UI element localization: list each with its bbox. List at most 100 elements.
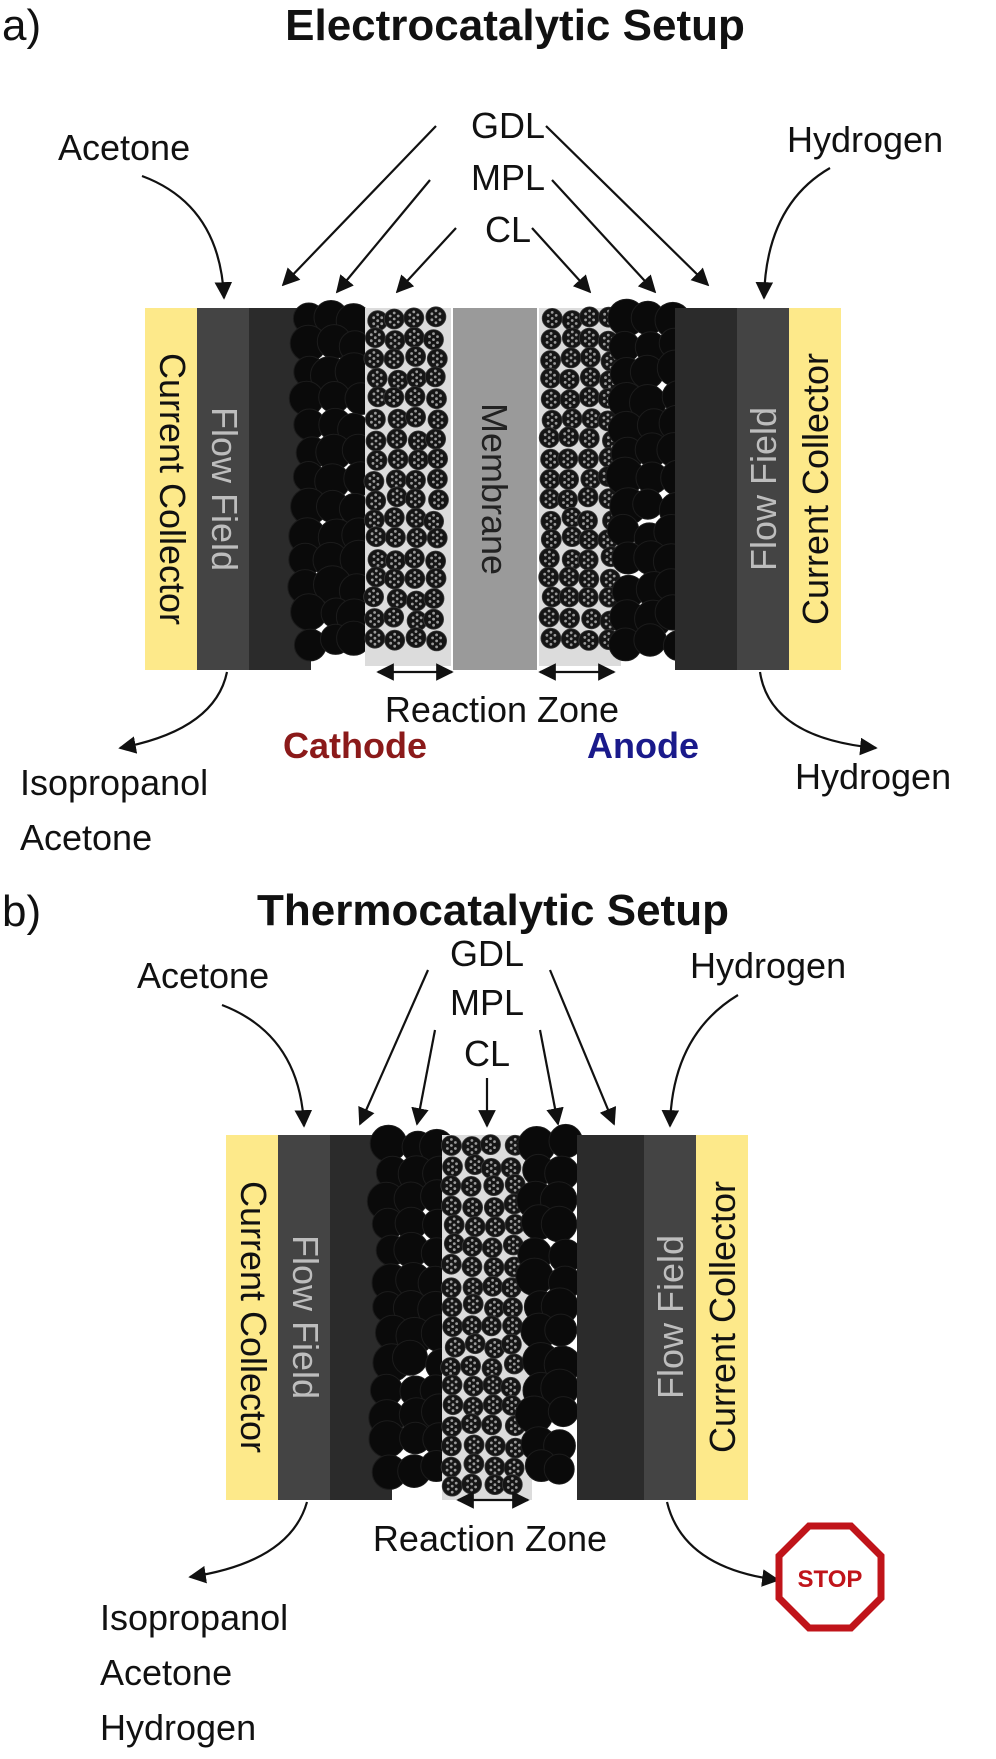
catalyst-nanoparticle [493,1483,497,1486]
catalyst-nanoparticle [372,518,376,522]
catalyst-nanoparticle [430,312,434,316]
catalyst-nanoparticle [552,480,556,484]
catalyst-nanoparticle [563,481,566,484]
catalyst-nanoparticle [466,1142,470,1145]
catalyst-nanoparticle [376,483,380,486]
catalyst-nanoparticle [435,397,438,401]
catalyst-nanoparticle [445,1181,449,1184]
catalyst-nanoparticle [429,372,433,376]
catalyst-nanoparticle [548,503,552,507]
catalyst-nanoparticle [553,460,556,464]
catalyst-nanoparticle [492,1272,496,1275]
catalyst-nanoparticle [512,1362,516,1366]
catalyst-nanoparticle [452,1236,456,1239]
panel-a-title: Electrocatalytic Setup [285,1,745,50]
catalyst-nanoparticle [570,564,574,567]
catalyst-nanoparticle [492,1266,496,1269]
catalyst-nanoparticle [447,1168,450,1172]
catalyst-nanoparticle [512,1259,516,1263]
catalyst-nanoparticle [582,454,586,458]
catalyst-nanoparticle [435,391,438,395]
catalyst-nanoparticle [584,378,588,382]
catalyst-nanoparticle [410,602,414,606]
catalyst-nanoparticle [574,561,578,564]
catalyst-nanoparticle [549,397,553,401]
catalyst-nanoparticle [513,1182,517,1186]
catalyst-nanoparticle [396,417,400,421]
catalyst-nanoparticle [572,401,576,404]
catalyst-nanoparticle [592,372,596,376]
catalyst-nanoparticle [396,618,400,622]
catalyst-nanoparticle [562,495,565,498]
catalyst-nanoparticle [607,595,611,599]
catalyst-nanoparticle [393,644,397,648]
catalyst-nanoparticle [395,443,399,447]
catalyst-nanoparticle [390,556,393,560]
catalyst-nanoparticle [446,1386,450,1390]
membrane [453,308,537,670]
gdl-label: GDL [450,933,524,974]
catalyst-nanoparticle [549,519,553,523]
catalyst-nanoparticle [440,415,444,419]
catalyst-nanoparticle [376,319,380,323]
catalyst-nanoparticle [428,600,432,603]
catalyst-nanoparticle [543,578,547,582]
catalyst-nanoparticle [446,1481,450,1485]
gdl-label: GDL [471,105,545,146]
catalyst-nanoparticle [494,1426,497,1430]
catalyst-nanoparticle [432,332,435,335]
catalyst-nanoparticle [549,353,552,356]
catalyst-nanoparticle [566,420,570,424]
catalyst-nanoparticle [373,642,377,646]
catalyst-nanoparticle [472,1390,475,1394]
catalyst-nanoparticle [508,1359,512,1363]
catalyst-nanoparticle [417,580,421,583]
catalyst-nanoparticle [410,412,413,416]
catalyst-nanoparticle [517,1185,521,1189]
catalyst-nanoparticle [376,360,380,363]
catalyst-nanoparticle [496,1203,500,1206]
catalyst-nanoparticle [485,1164,489,1167]
catalyst-nanoparticle [451,1171,454,1175]
catalyst-nanoparticle [468,1446,472,1450]
catalyst-nanoparticle [573,353,577,357]
catalyst-nanoparticle [508,1268,512,1272]
catalyst-nanoparticle [506,1289,509,1293]
catalyst-nanoparticle [553,541,557,544]
catalyst-nanoparticle [394,565,397,569]
catalyst-nanoparticle [439,533,443,537]
catalyst-nanoparticle [389,641,393,645]
catalyst-nanoparticle [510,1410,514,1413]
catalyst-nanoparticle [588,309,591,313]
catalyst-nanoparticle [603,453,607,457]
catalyst-nanoparticle [467,1283,471,1286]
catalyst-nanoparticle [409,580,413,583]
catalyst-nanoparticle [570,313,574,316]
catalyst-nanoparticle [447,1162,450,1166]
catalyst-nanoparticle [602,478,606,481]
catalyst-nanoparticle [430,556,433,560]
catalyst-nanoparticle [544,474,548,478]
catalyst-nanoparticle [380,322,384,326]
catalyst-nanoparticle [378,572,382,576]
catalyst-nanoparticle [380,316,384,320]
catalyst-nanoparticle [548,491,552,495]
catalyst-nanoparticle [606,391,610,394]
catalyst-nanoparticle [513,1430,517,1434]
catalyst-nanoparticle [452,1223,456,1227]
catalyst-nanoparticle [449,1184,453,1187]
catalyst-nanoparticle [606,339,610,343]
catalyst-nanoparticle [428,341,431,344]
catalyst-nanoparticle [545,460,548,464]
catalyst-nanoparticle [583,580,587,584]
catalyst-nanoparticle [471,1286,475,1289]
catalyst-nanoparticle [432,597,436,600]
catalyst-nanoparticle [472,1378,475,1382]
catalyst-nanoparticle [570,535,574,538]
catalyst-nanoparticle [370,572,374,576]
catalyst-nanoparticle [450,1138,453,1141]
catalyst-nanoparticle [564,619,567,623]
catalyst-nanoparticle [548,477,552,481]
outlet-left-line-2: Acetone [20,817,152,858]
catalyst-nanoparticle [566,561,570,564]
